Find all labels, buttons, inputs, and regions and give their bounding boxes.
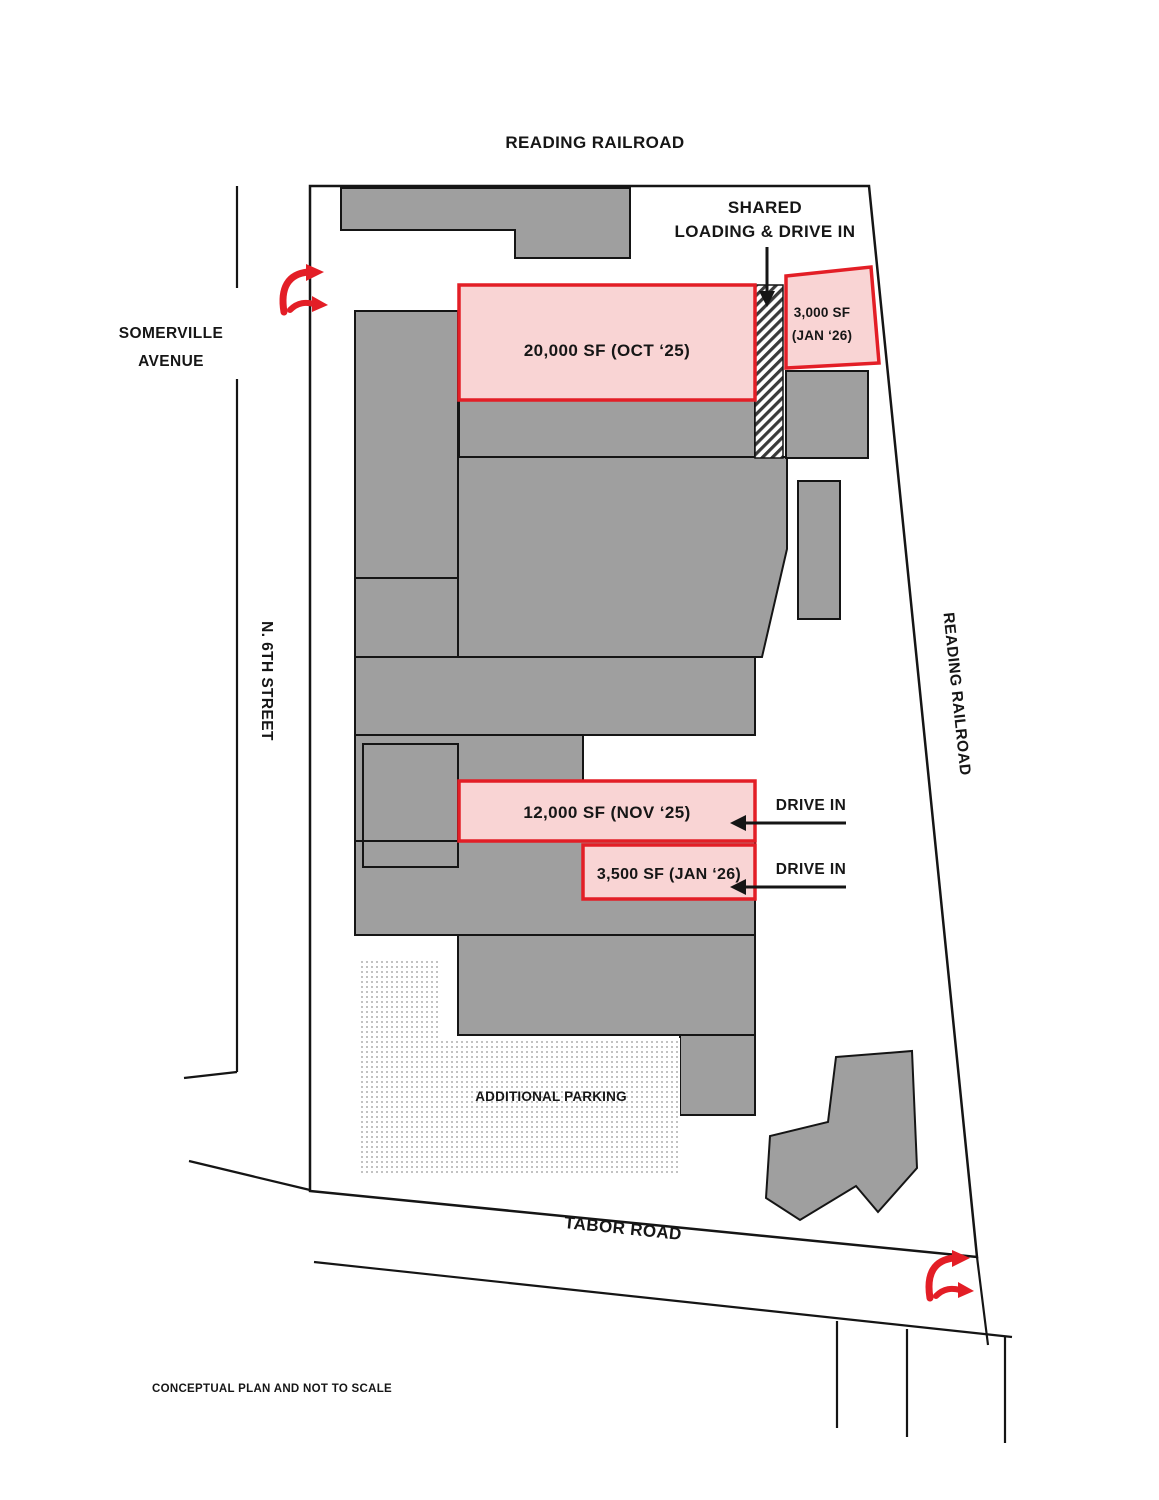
disclaimer-label: CONCEPTUAL PLAN AND NOT TO SCALE — [152, 1383, 392, 1395]
building-lower-mid-block — [457, 934, 756, 1036]
available-space-3500 — [581, 843, 757, 901]
buildings — [340, 187, 919, 1222]
drive-in-lower-label: DRIVE IN — [776, 861, 846, 878]
building-mid-band — [354, 656, 756, 736]
street-corner-line — [183, 1070, 238, 1080]
entry-arrow-head-1 — [952, 1250, 970, 1267]
shared-loading-label-line2: LOADING & DRIVE IN — [675, 222, 856, 241]
building-under-3000 — [785, 370, 869, 459]
shared-loading-hatch — [754, 284, 784, 459]
entry-arrow-curve-1 — [925, 1254, 958, 1302]
tabor-road-south-line — [313, 1260, 1013, 1339]
entry-arrow-curve-2 — [287, 299, 317, 313]
available-space-12000 — [457, 779, 757, 843]
building-strip-under-20000 — [458, 399, 756, 458]
entry-arrow-icon — [279, 264, 328, 316]
entry-arrow-icon — [925, 1250, 974, 1302]
drive-in-upper-arrowhead-icon — [730, 815, 746, 831]
shared-loading-arrowhead-icon — [759, 291, 775, 307]
shared-loading-label-line1: SHARED — [728, 198, 802, 217]
building-bottom-right-blob — [764, 1049, 919, 1222]
available-space-20000 — [457, 283, 757, 402]
space-3000-label-line2: (JAN ‘26) — [792, 328, 852, 343]
entry-arrow-head-1 — [306, 264, 324, 281]
somerville-avenue-label-line1: SOMERVILLE — [119, 325, 223, 342]
space-3500-label: 3,500 SF (JAN ‘26) — [597, 866, 741, 883]
available-spaces — [457, 265, 881, 901]
space-3000-label-line1: 3,000 SF — [794, 305, 850, 320]
additional-parking-area — [360, 958, 680, 1173]
entry-arrow-head-2 — [312, 296, 328, 312]
space-12000-label: 12,000 SF (NOV ‘25) — [523, 803, 690, 822]
building-right-small — [797, 480, 841, 620]
available-space-3000 — [784, 265, 881, 370]
additional-parking-label: ADDITIONAL PARKING — [475, 1089, 627, 1104]
entry-arrow-curve-2 — [933, 1285, 963, 1299]
building-central-block — [457, 456, 788, 658]
entry-arrow-curve-1 — [279, 268, 312, 316]
top-railroad-label: READING RAILROAD — [505, 133, 684, 152]
somerville-avenue-label-line2: AVENUE — [138, 353, 204, 370]
space-20000-label: 20,000 SF (OCT ‘25) — [524, 341, 690, 360]
drive-in-lower-arrowhead-icon — [730, 879, 746, 895]
entry-arrow-head-2 — [958, 1282, 974, 1298]
street-lines — [183, 186, 1013, 1443]
tabor-road-north-west-line — [188, 1159, 311, 1192]
right-railroad-label: READING RAILROAD — [939, 612, 973, 777]
callout-arrows — [730, 247, 846, 895]
building-top — [340, 187, 631, 259]
rail-line-extension — [975, 1256, 990, 1346]
n6th-street-label: N. 6TH STREET — [258, 621, 275, 741]
building-foot — [679, 1034, 756, 1116]
drive-in-upper-label: DRIVE IN — [776, 797, 846, 814]
tabor-road-label: TABOR ROAD — [563, 1213, 682, 1244]
